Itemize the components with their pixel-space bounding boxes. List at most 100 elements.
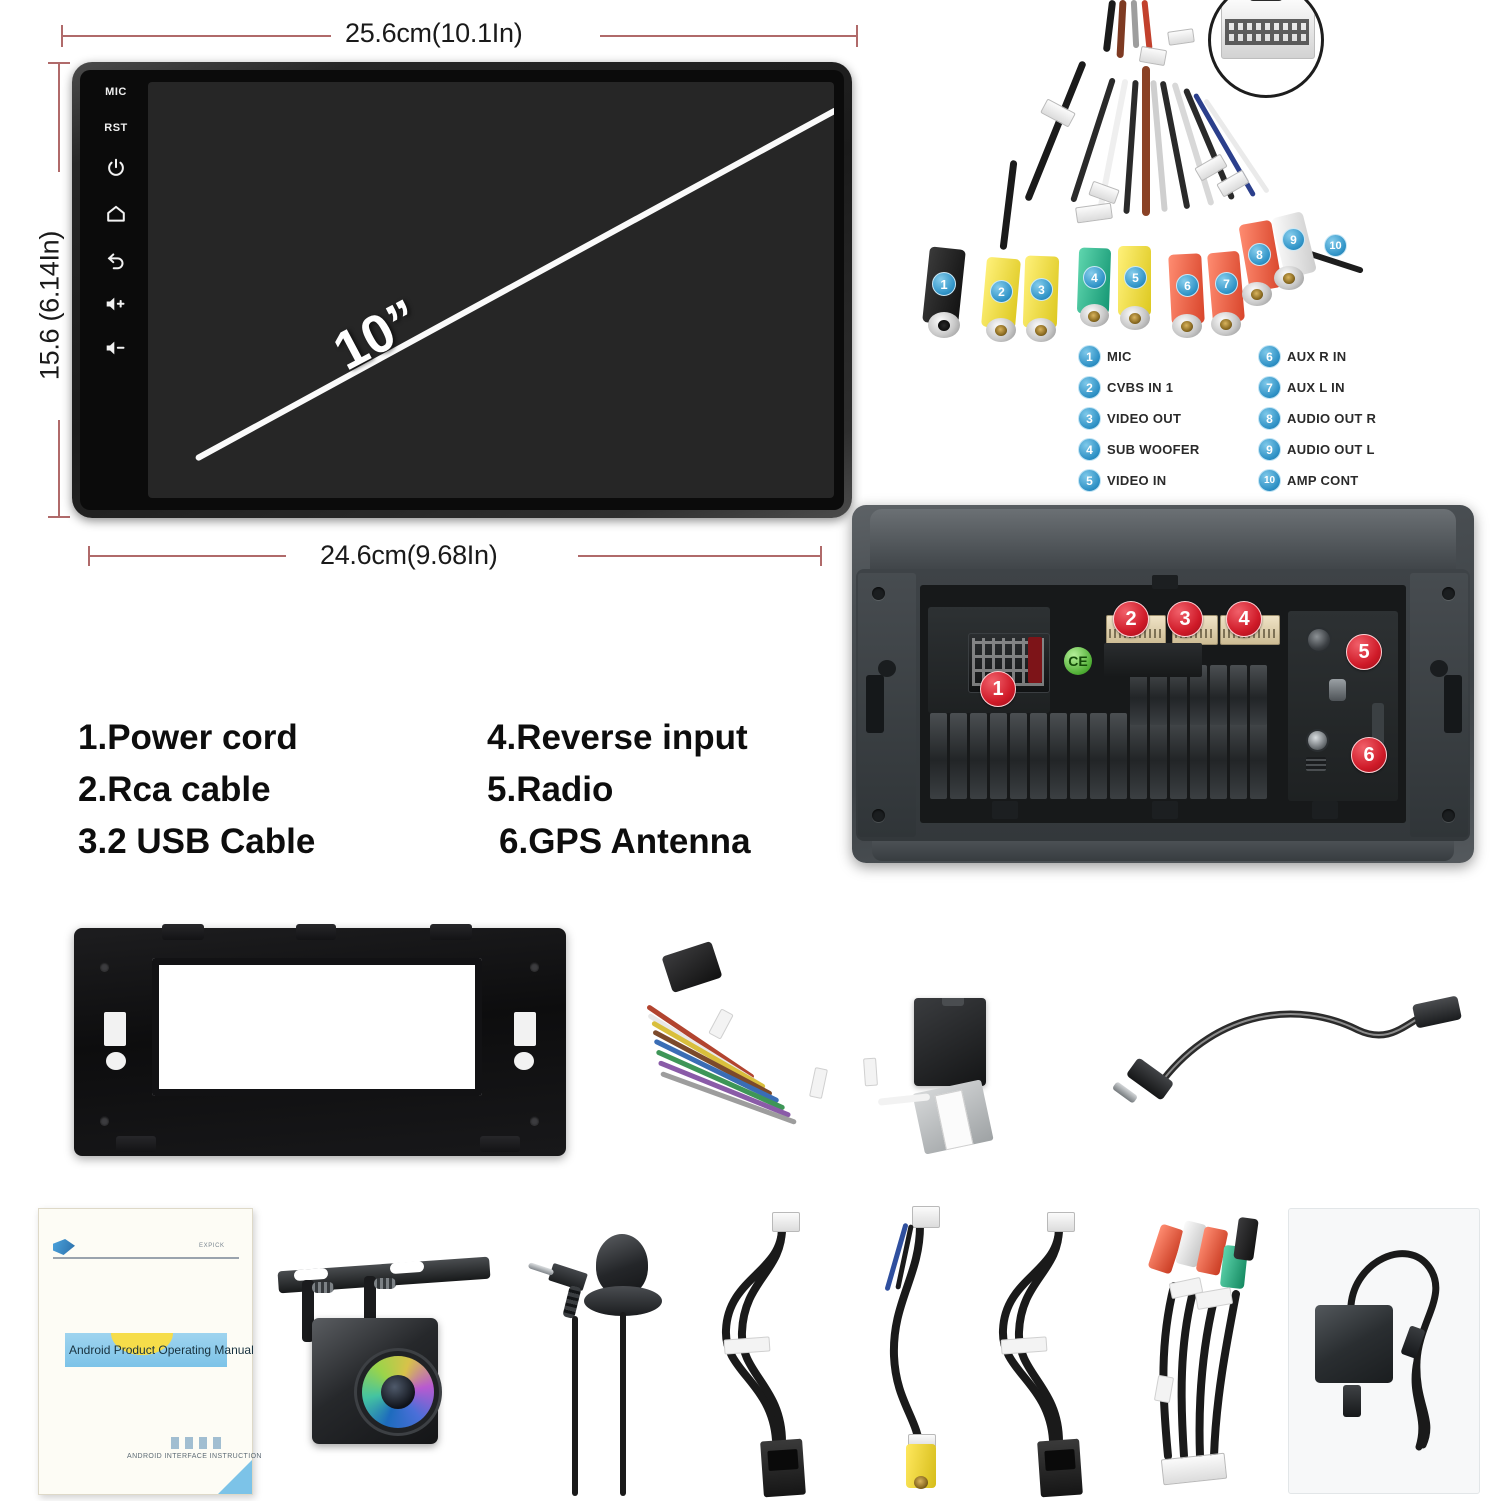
dim-left-bottom-tick	[48, 516, 70, 518]
microphone-cable-left	[572, 1316, 578, 1496]
dim-bottom-label: 24.6cm(9.68In)	[320, 540, 498, 570]
manual-footer-text: ANDROID INTERFACE INSTRUCTION	[127, 1453, 262, 1460]
fin	[990, 713, 1007, 799]
fascia-tab-top-center	[296, 924, 336, 940]
reset-label: RST	[104, 121, 128, 134]
bracket-screw-right-bottom	[1442, 809, 1455, 822]
heatsink-fins-lower	[930, 713, 1290, 799]
legend-item-1: 1 MIC	[1078, 345, 1248, 368]
parts-list-right-column: 4.Reverse input 5.Radio 6.GPS Antenna	[487, 712, 751, 868]
reverse-cable-path	[889, 1222, 924, 1454]
connector-inset-circle	[1208, 0, 1324, 98]
legend-item-2: 2 CVBS IN 1	[1078, 376, 1248, 399]
power-canbus-harness	[646, 940, 1032, 1170]
external-microphone	[520, 1232, 680, 1496]
chassis-callout-1: 1	[980, 671, 1016, 707]
dim-left-line-bottom	[58, 420, 60, 518]
backup-camera	[272, 1246, 522, 1496]
bracket-screw-right-top	[1442, 587, 1455, 600]
mic-wire-lower	[999, 159, 1018, 251]
rca-badge-4: 4	[1083, 266, 1106, 289]
legend-item-7: 7 AUX L IN	[1258, 376, 1428, 399]
fin	[1250, 665, 1267, 725]
legend-badge-2: 2	[1078, 376, 1101, 399]
chassis-latch-center	[1152, 801, 1178, 819]
harness-black-plug	[661, 940, 723, 994]
fascia-hole-left	[106, 1052, 126, 1070]
harness-trunk-3	[1130, 0, 1140, 49]
harness-trunk-4	[1141, 0, 1153, 51]
heatsink-fins-upper	[1130, 665, 1288, 725]
fin	[1210, 713, 1227, 799]
chassis-callout-4: 4	[1226, 601, 1262, 637]
wire-5	[1142, 66, 1150, 216]
legend-label-6: AUX R IN	[1287, 349, 1347, 364]
dim-top-line-left	[61, 35, 331, 37]
rca-hole-1	[938, 320, 950, 331]
fin	[1150, 665, 1167, 725]
usb1-board-connector	[772, 1212, 800, 1232]
dim-top-right-tick	[856, 25, 858, 47]
legend-badge-4: 4	[1078, 438, 1101, 461]
rca-badge-6: 6	[1176, 274, 1199, 297]
parts-list-left-column: 1.Power cord 2.Rca cable 3.2 USB Cable	[78, 712, 315, 868]
camera-bracket-screw-left	[312, 1282, 334, 1293]
camera-bracket-hole-right	[389, 1260, 425, 1275]
home-icon[interactable]	[105, 203, 127, 225]
manual-logo-icon	[53, 1239, 75, 1255]
part-item-4: 4.Reverse input	[487, 718, 748, 757]
usb1-port-opening	[767, 1448, 799, 1472]
reverse-rca-hole	[914, 1476, 928, 1489]
chassis-callout-3: 3	[1167, 601, 1203, 637]
diagonal-measure-line	[194, 106, 834, 462]
microphone-base	[584, 1286, 662, 1316]
fascia-screw-br	[530, 1116, 539, 1125]
fascia-screw-tr	[530, 962, 539, 971]
usb1-cable-tie	[723, 1336, 771, 1355]
legend-badge-3: 3	[1078, 407, 1101, 430]
chassis-hood	[870, 509, 1456, 573]
canbus-box-notch	[942, 998, 964, 1006]
camera-lens	[362, 1356, 434, 1428]
part-item-2: 2.Rca cable	[78, 770, 271, 809]
legend-label-4: SUB WOOFER	[1107, 442, 1200, 457]
dim-top-label: 25.6cm(10.1In)	[345, 18, 523, 48]
harness-cable-tie-2	[809, 1066, 828, 1100]
wire-tag-6	[1138, 45, 1168, 67]
fascia-slot-left	[104, 1012, 126, 1046]
radio-chassis: CE 1 2 3 4 5 6	[852, 505, 1474, 863]
rca-hole-6	[1181, 321, 1193, 332]
dash-fascia-frame	[74, 924, 566, 1156]
usb2-port-opening	[1044, 1448, 1076, 1472]
display-screen[interactable]: 10”	[148, 82, 834, 498]
power-icon[interactable]	[105, 157, 127, 179]
operating-manual: EXPICK Android Product Operating Manual …	[38, 1208, 261, 1495]
rca-badge-5: 5	[1124, 266, 1147, 289]
fin	[970, 713, 987, 799]
bracket-hole-right	[1430, 660, 1448, 677]
harness-cable-tie-1	[708, 1008, 734, 1040]
legend-label-3: VIDEO OUT	[1107, 411, 1182, 426]
dim-bottom-line-left	[88, 555, 286, 557]
gps-antenna-cable-path	[1347, 1250, 1440, 1451]
fin	[950, 713, 967, 799]
back-icon[interactable]	[105, 249, 127, 271]
bracket-hole-left	[878, 660, 896, 677]
volume-down-icon[interactable]	[105, 338, 127, 358]
legend-label-1: MIC	[1107, 349, 1132, 364]
fin	[1010, 713, 1027, 799]
volume-up-icon[interactable]	[105, 294, 127, 314]
fin	[1030, 713, 1047, 799]
fin	[1070, 713, 1087, 799]
dim-left-label: 15.6 (6.14In)	[34, 230, 65, 381]
head-unit-face: MIC RST	[80, 70, 844, 510]
rca-hole-9	[1283, 273, 1295, 284]
wire-tag-3	[1075, 202, 1113, 224]
harness-trunk-1	[1102, 0, 1117, 53]
part-item-3: 3.2 USB Cable	[78, 822, 316, 861]
wire-tag-7	[1167, 28, 1195, 46]
fin	[1130, 713, 1147, 799]
legend-label-10: AMP CONT	[1287, 473, 1359, 488]
camera-bracket-arm-right	[364, 1276, 376, 1322]
wire-4	[1123, 79, 1139, 215]
